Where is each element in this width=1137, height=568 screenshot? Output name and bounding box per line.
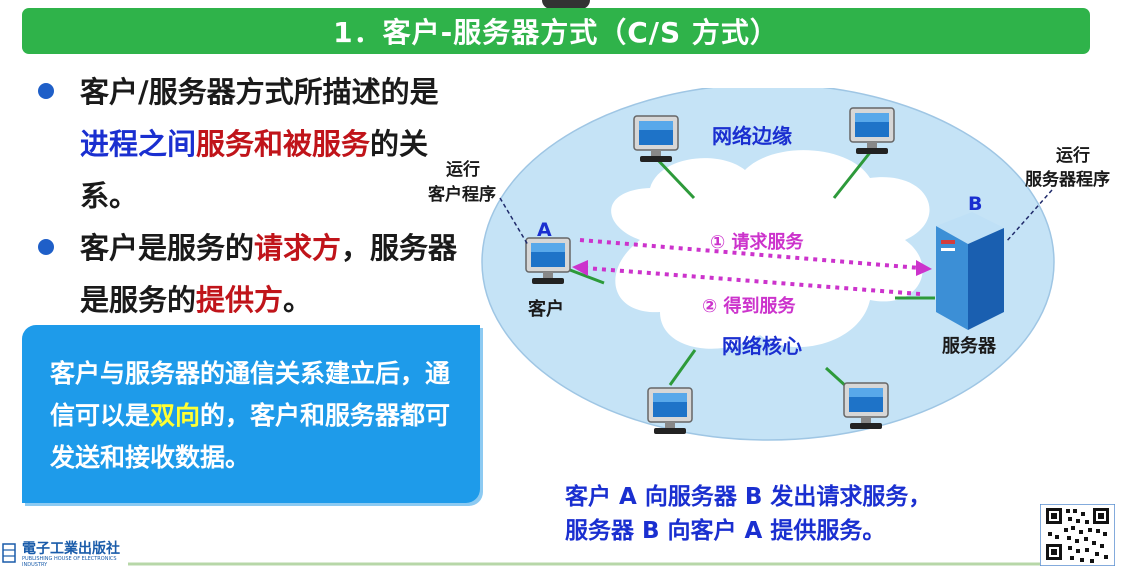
publisher-logo: 電子工業出版社 PUBLISHING HOUSE OF ELECTRONICS … [2, 540, 137, 568]
request-arrow [579, 238, 921, 270]
bullet-1-text-c: 服务和被服务 [196, 127, 371, 161]
bullet-item-1: 客户/服务器方式所描述的是进程之间服务和被服务的关系。 [30, 66, 460, 222]
bullet-dot-icon [38, 83, 54, 99]
publisher-name: 電子工業出版社 [22, 541, 120, 557]
publisher-subtitle: PUBLISHING HOUSE OF ELECTRONICS INDUSTRY [22, 556, 117, 568]
bullet-1-text-d: 的关系。 [80, 127, 429, 213]
qr-code-icon [1040, 504, 1115, 566]
client-letter-label: A [537, 219, 552, 241]
caption-line-1: 客户 A 向服务器 B 发出请求服务， [565, 484, 932, 510]
link-lines [569, 149, 935, 390]
bullet-2-text-d: 提供方 [196, 283, 284, 317]
network-core-label: 网络核心 [722, 334, 802, 358]
client-name-label: 客户 [528, 299, 564, 320]
server-name-label: 服务器 [942, 336, 996, 357]
top-tab-marker [542, 0, 590, 9]
info-box: 客户与服务器的通信关系建立后，通信可以是双向的，客户和服务器都可发送和接收数据。 [22, 325, 480, 503]
server-run-label-1: 运行 [1056, 146, 1090, 166]
request-arrow-head [916, 260, 932, 276]
client-pointer-line [499, 197, 529, 246]
info-box-highlight: 双向 [150, 401, 201, 430]
bullet-2-text-c: ，服务器是服务的 [80, 231, 458, 317]
info-box-text: 客户与服务器的通信关系建立后，通信可以是双向的，客户和服务器都可发送和接收数据。 [50, 353, 470, 479]
bottom-rule [128, 562, 1040, 566]
network-edge-label: 网络边缘 [712, 124, 792, 148]
bullet-2-text-a: 客户是服务的 [80, 231, 255, 265]
page-title: 1．客户-服务器方式（C/S 方式） [22, 8, 1090, 54]
info-box-text-a: 客户与服务器的通信关系建立后，通信可以是 [50, 359, 451, 430]
publisher-emblem-icon [2, 543, 16, 563]
response-label: ② 得到服务 [702, 296, 796, 317]
request-label: ① 请求服务 [710, 232, 804, 253]
client-run-label-1: 运行 [446, 160, 480, 180]
bullet-dot-icon [38, 239, 54, 255]
server-run-label-2: 服务器程序 [1025, 170, 1110, 190]
bullet-item-2: 客户是服务的请求方，服务器是服务的提供方。 [30, 222, 460, 326]
info-box-text-b: 的，客户和服务器都可发送和接收数据。 [50, 401, 451, 472]
bullet-2-text-e: 。 [283, 283, 313, 317]
server-letter-label: B [968, 193, 983, 215]
bullet-2-text-b: 请求方 [254, 231, 342, 265]
server-icon [936, 212, 1004, 330]
network-core-cloud [611, 150, 930, 349]
client-run-label-2: 客户程序 [428, 185, 496, 205]
diagram-caption: 客户 A 向服务器 B 发出请求服务， 服务器 B 向客户 A 提供服务。 [565, 480, 931, 548]
response-arrow-head [572, 260, 588, 276]
bullet-list: 客户/服务器方式所描述的是进程之间服务和被服务的关系。 客户是服务的请求方，服务… [30, 66, 460, 326]
bullet-1-text-a: 客户/服务器方式所描述的是 [80, 75, 439, 109]
caption-line-2: 服务器 B 向客户 A 提供服务。 [565, 518, 886, 544]
cs-diagram [481, 88, 1055, 441]
response-arrow [584, 266, 921, 296]
server-pointer-line [1005, 189, 1053, 243]
bullet-1-text-b: 进程之间 [80, 127, 197, 161]
